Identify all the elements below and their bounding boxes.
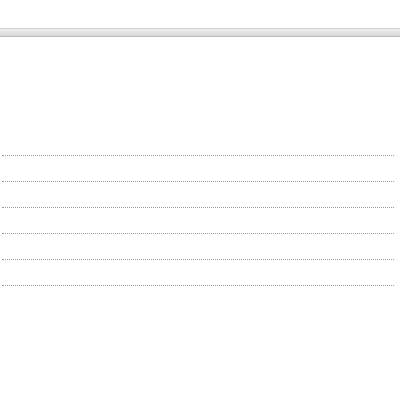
ruled-lines xyxy=(2,155,394,311)
ruled-line xyxy=(2,285,394,286)
ruled-line xyxy=(2,259,394,260)
ruled-line xyxy=(2,181,394,182)
ruled-line xyxy=(2,155,394,156)
ruled-line xyxy=(2,233,394,234)
top-toolbar xyxy=(0,28,400,37)
ruled-line xyxy=(2,207,394,208)
